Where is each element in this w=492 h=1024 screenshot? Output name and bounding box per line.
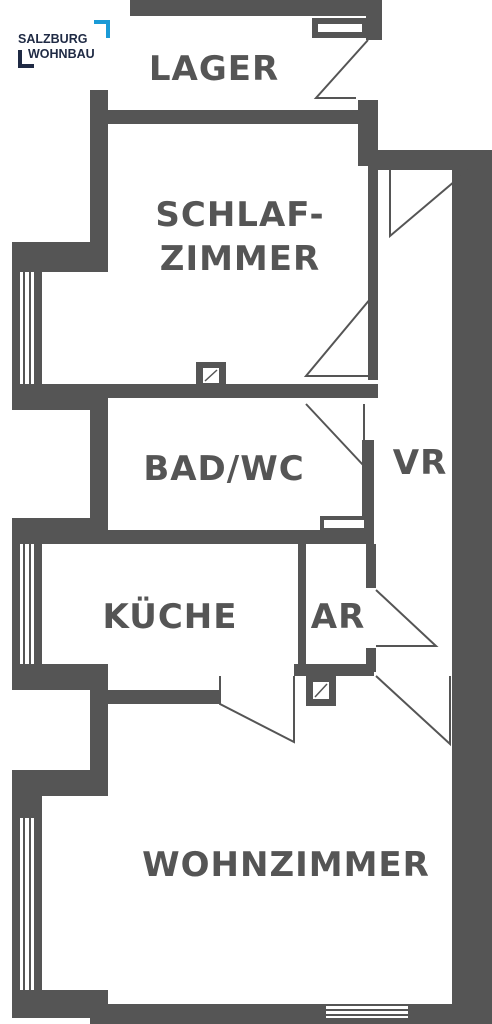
logo-line-1: SALZBURG: [18, 32, 87, 46]
logo-accent-bottom-icon: [18, 50, 34, 68]
room-label-schlafzimmer-1: SCHLAF-: [155, 195, 324, 235]
salzburg-wohnbau-logo: SALZBURG WOHNBAU: [18, 20, 110, 68]
shaft-icon: [196, 362, 226, 388]
shaft-icon: [306, 676, 336, 706]
logo-accent-top-icon: [94, 20, 110, 38]
doors: [219, 39, 469, 747]
interior-walls: [90, 124, 468, 1006]
room-label-vr: VR: [393, 443, 448, 483]
logo-line-2: WOHNBAU: [28, 47, 95, 61]
room-label-wohnzimmer: WOHNZIMMER: [142, 845, 430, 885]
room-label-kueche: KÜCHE: [103, 596, 238, 637]
room-labels: LAGER SCHLAF- ZIMMER BAD/WC VR KÜCHE AR …: [103, 49, 448, 885]
room-label-schlafzimmer-2: ZIMMER: [160, 239, 320, 279]
room-label-ar: AR: [311, 597, 366, 637]
shafts: [196, 362, 336, 706]
room-label-lager: LAGER: [149, 49, 279, 89]
windows: [20, 272, 408, 1018]
room-label-bad-wc: BAD/WC: [143, 449, 304, 489]
